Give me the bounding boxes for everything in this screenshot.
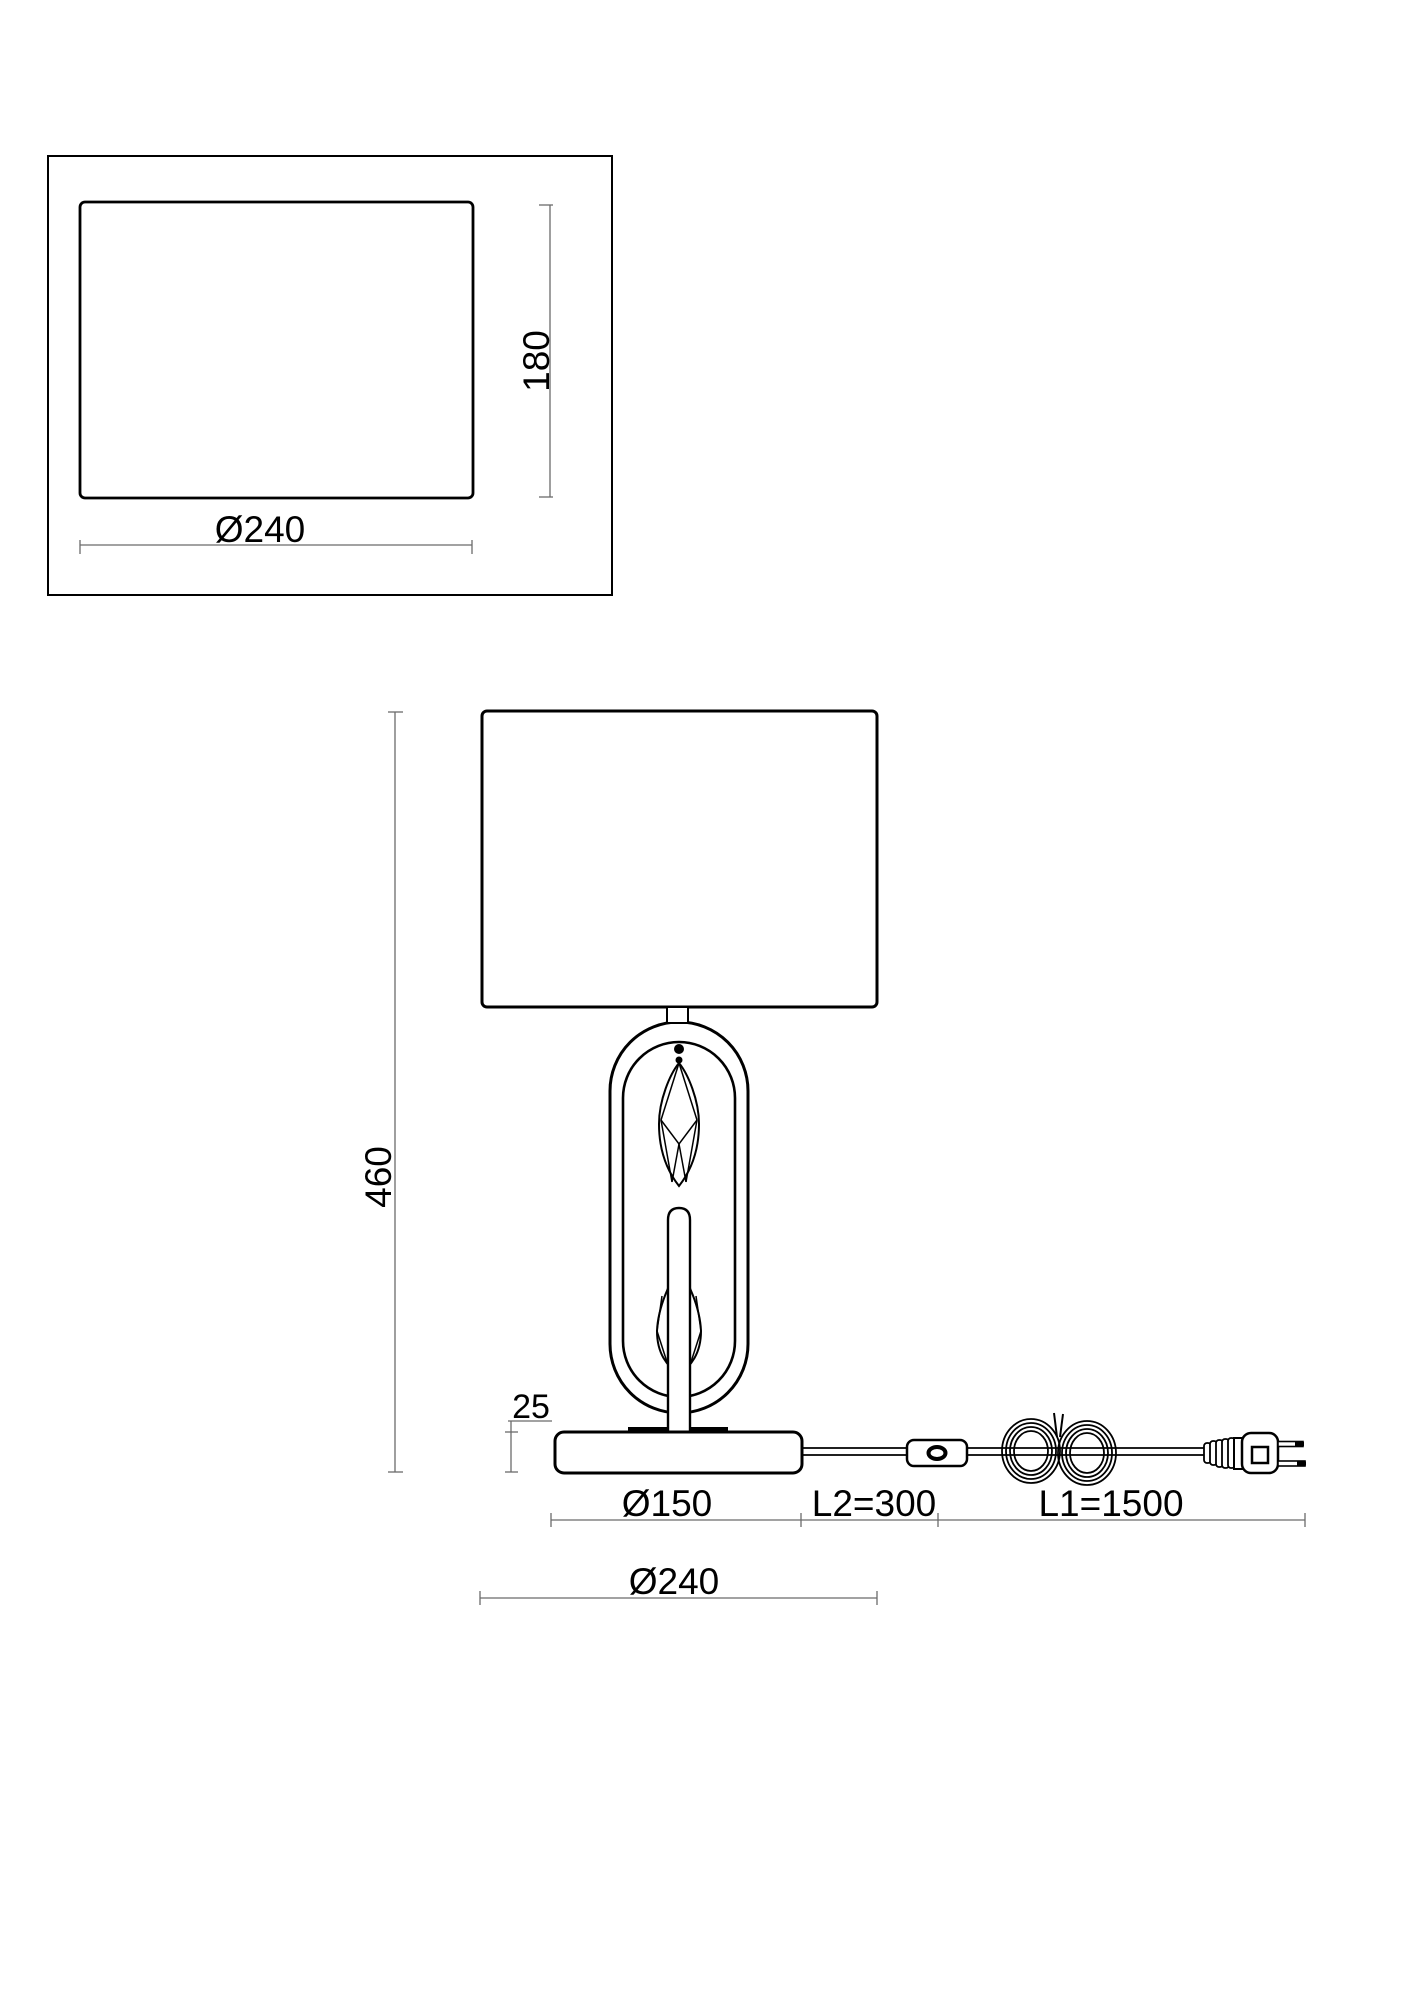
lamp-base bbox=[553, 1430, 804, 1475]
plug-hole bbox=[1250, 1445, 1270, 1465]
plug-strain-relief bbox=[1203, 1437, 1236, 1469]
shade-top-outline bbox=[78, 200, 475, 500]
dim-total-height: 460 bbox=[358, 711, 403, 1473]
crystal-upper-outline bbox=[657, 1061, 701, 1188]
coil-ties bbox=[1053, 1412, 1064, 1438]
plug bbox=[1203, 1431, 1306, 1475]
crystal-upper bbox=[657, 1061, 701, 1188]
dim-shade-depth-label: 180 bbox=[516, 330, 557, 392]
dim-shade-width: Ø240 bbox=[79, 509, 473, 554]
front-view: 460 bbox=[358, 709, 1306, 1605]
cord-coil bbox=[1001, 1418, 1117, 1486]
stem-rod bbox=[666, 1206, 692, 1436]
dim-shade-diameter-front-label: Ø240 bbox=[629, 1561, 720, 1602]
dim-shade-width-label: Ø240 bbox=[215, 509, 306, 550]
neck bbox=[666, 1006, 689, 1024]
top-view-frame bbox=[47, 155, 613, 596]
switch-button bbox=[926, 1445, 948, 1461]
lampshade-front bbox=[480, 709, 879, 1009]
dim-total-height-label: 460 bbox=[358, 1146, 399, 1208]
dim-base-diameter-label: Ø150 bbox=[622, 1483, 713, 1524]
hanger-ball bbox=[674, 1044, 684, 1054]
dim-baseline-chain: Ø150 L2=300 L1=1500 bbox=[550, 1483, 1306, 1527]
plug-body bbox=[1240, 1431, 1280, 1475]
top-view: 180 Ø240 bbox=[47, 155, 613, 596]
dim-shade-depth: 180 bbox=[516, 204, 557, 498]
dim-base-height-label: 25 bbox=[512, 1388, 550, 1426]
power-cord bbox=[802, 1447, 1205, 1456]
dim-l2-label: L2=300 bbox=[812, 1483, 937, 1524]
dim-base-height: 25 bbox=[505, 1388, 552, 1473]
dim-l1-label: L1=1500 bbox=[1038, 1483, 1183, 1524]
hanger-link bbox=[675, 1056, 683, 1064]
dim-shade-diameter-front: Ø240 bbox=[479, 1561, 878, 1605]
crystal-upper-facets bbox=[660, 1062, 698, 1183]
